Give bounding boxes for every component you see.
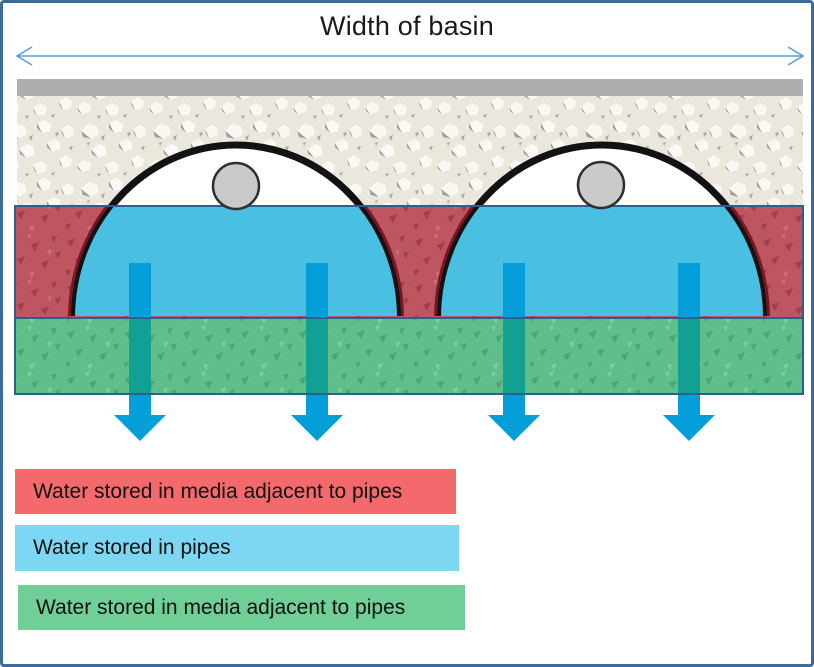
legend-label: Water stored in media adjacent to pipes xyxy=(36,595,406,619)
legend-item-media-upper: Water stored in media adjacent to pipes xyxy=(15,469,456,514)
arrow-through-green-segment xyxy=(129,318,151,394)
surface-gray-bar xyxy=(17,79,803,96)
infiltration-arrows xyxy=(114,263,715,441)
lower-band-outline xyxy=(14,317,804,395)
basin-diagram xyxy=(14,46,805,441)
arrow-through-green-segment xyxy=(306,318,328,394)
legend-item-pipes: Water stored in pipes xyxy=(15,525,459,571)
arrow-through-green-segment xyxy=(503,318,525,394)
legend-item-media-lower: Water stored in media adjacent to pipes xyxy=(18,585,465,630)
legend-label: Water stored in media adjacent to pipes xyxy=(33,479,403,503)
figure-title: Width of basin xyxy=(320,11,494,41)
width-dimension-arrow xyxy=(15,46,805,66)
inspection-port-icon xyxy=(211,161,261,211)
inspection-port-icon xyxy=(576,160,626,210)
legend-label: Water stored in pipes xyxy=(33,536,231,559)
arrow-through-green-segment xyxy=(678,318,700,394)
